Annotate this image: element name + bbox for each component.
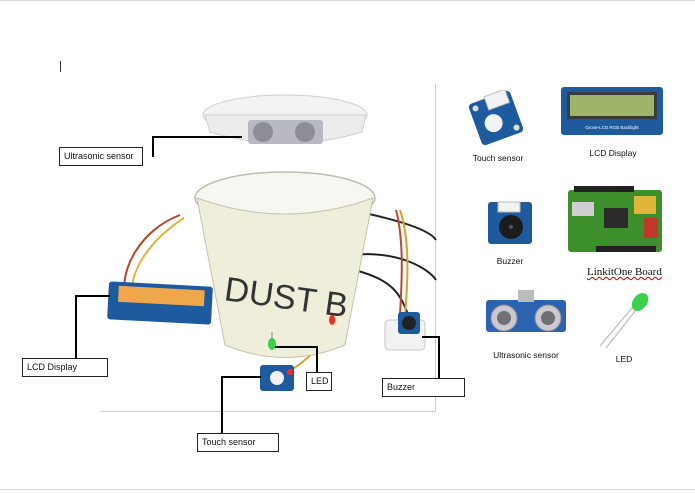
ultrasonic-transducer-left: [253, 122, 273, 142]
led-red-photo: [329, 315, 335, 325]
ultrasonic-sensor-image: [486, 290, 566, 332]
callout-buzzer: Buzzer: [382, 378, 465, 397]
leader-led-h: [275, 346, 318, 348]
leader-buzzer-h: [422, 336, 440, 338]
wire-black-2: [351, 253, 437, 281]
leader-ultrasonic-v: [152, 136, 154, 157]
part-label-touch: Touch sensor: [472, 153, 524, 163]
led-image: [599, 293, 649, 349]
cup-body: [196, 197, 374, 358]
callout-ultrasonic-label: Ultrasonic sensor: [64, 151, 134, 161]
top-border: [0, 0, 695, 1]
text-cursor: [60, 61, 61, 72]
wire-black-3: [354, 269, 411, 321]
led-lead-1: [599, 307, 633, 347]
led-green-photo: [268, 338, 276, 350]
ultrasonic-left-mesh: [497, 311, 511, 325]
part-label-ultrasonic: Ultrasonic sensor: [493, 350, 559, 360]
led-lead-2: [605, 309, 637, 349]
part-label-buzzer: Buzzer: [496, 256, 524, 266]
buzzer-image: [488, 201, 532, 244]
part-label-linkit-text: LinkitOne Board: [587, 266, 662, 278]
callout-led-label: LED: [311, 376, 329, 386]
touch-connector: [483, 90, 511, 111]
leader-ultrasonic-h: [152, 136, 242, 138]
leader-led-v: [316, 346, 318, 372]
leader-buzzer-v: [438, 336, 440, 378]
ultrasonic-transducer-right: [295, 122, 315, 142]
linkit-logo: [644, 218, 658, 238]
touch-pad-icon: [484, 114, 503, 133]
photo-frame-right: [435, 84, 436, 412]
lcd-display-image: Grove-LCD RGB Backlight: [561, 87, 663, 135]
callout-lcd: LCD Display: [22, 358, 108, 377]
buzzer-photo: [402, 316, 416, 330]
ultrasonic-right-mesh: [541, 311, 555, 325]
leader-touch-v: [221, 376, 223, 433]
touch-indicator: [287, 369, 293, 375]
linkit-chip: [604, 208, 628, 228]
wire-yellow-2: [399, 209, 409, 316]
linkit-usb: [572, 202, 594, 216]
part-label-led: LED: [615, 354, 633, 364]
callout-buzzer-label: Buzzer: [387, 382, 416, 392]
lcd-board-text: Grove-LCD RGB Backlight: [585, 125, 639, 130]
callout-touch: Touch sensor: [197, 433, 279, 452]
lcd-screen-photo: [118, 285, 205, 307]
callout-led: LED: [306, 372, 332, 391]
part-label-lcd: LCD Display: [589, 148, 637, 158]
ultrasonic-pins: [518, 290, 534, 302]
callout-ultrasonic: Ultrasonic sensor: [59, 147, 143, 166]
touch-pad: [270, 371, 284, 385]
buzzer-connector: [497, 201, 521, 213]
leader-touch-h: [221, 376, 261, 378]
buzzer-hole: [509, 225, 513, 229]
smart-dustbin-photo: DUST B: [107, 94, 437, 391]
mount-hole: [513, 124, 520, 131]
leader-lcd-h: [75, 295, 110, 297]
bottom-border: [0, 489, 695, 490]
led-bulb: [631, 293, 649, 311]
touch-sensor-image: [468, 90, 524, 146]
photo-frame-bottom: [100, 411, 436, 412]
linkit-header-top: [574, 186, 634, 192]
callout-touch-label: Touch sensor: [202, 437, 256, 447]
wire-red-2: [395, 209, 403, 316]
linkit-module: [634, 196, 656, 214]
linkitone-board-image: [568, 186, 662, 252]
callout-lcd-label: LCD Display: [27, 362, 78, 372]
leader-lcd-v: [75, 295, 77, 358]
part-label-linkit: LinkitOne Board: [587, 266, 662, 278]
lcd-screen: [570, 95, 654, 116]
mount-hole: [472, 105, 479, 112]
linkit-header-bottom: [596, 246, 656, 252]
